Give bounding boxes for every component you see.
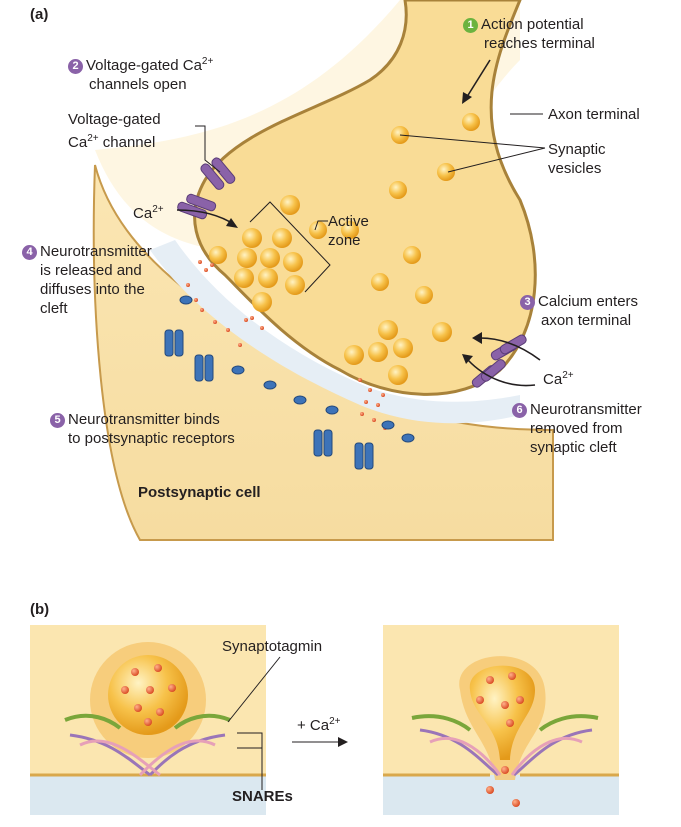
ca-arrowhead bbox=[338, 737, 348, 747]
postsynaptic-receptors bbox=[164, 295, 415, 470]
active-zone-label: Active zone bbox=[328, 213, 369, 249]
ca-left-label: Ca2+ bbox=[133, 204, 164, 222]
synaptic-vesicles-label: Synaptic vesicles bbox=[548, 141, 606, 177]
step5-badge: 5 bbox=[50, 413, 65, 428]
snares-label: SNAREs bbox=[232, 788, 293, 805]
neurotransmitter-molecules bbox=[186, 260, 387, 430]
step3-badge: 3 bbox=[520, 295, 535, 310]
synaptic-cleft bbox=[150, 240, 520, 424]
panel-b-left-illustration bbox=[30, 625, 266, 815]
step1-badge: 1 bbox=[463, 18, 478, 33]
axon-terminal-label: Axon terminal bbox=[548, 106, 640, 123]
panel-b-right-illustration bbox=[383, 625, 619, 815]
step2-badge: 2 bbox=[68, 59, 83, 74]
panel-b-leaders bbox=[227, 656, 340, 790]
leader-lines bbox=[195, 113, 546, 293]
ca-right-label: Ca2+ bbox=[543, 370, 574, 388]
synaptotagmin-label: Synaptotagmin bbox=[222, 638, 323, 655]
plus-ca-label: + Ca2+ bbox=[297, 716, 341, 734]
panel-a-label: (a) bbox=[30, 6, 49, 23]
arrowheads bbox=[226, 92, 482, 364]
synaptic-vesicles bbox=[209, 113, 480, 385]
axon-terminal bbox=[193, 0, 537, 396]
step4-badge: 4 bbox=[22, 245, 37, 260]
panel-b-label: (b) bbox=[30, 601, 50, 618]
channel-label: Voltage-gated Ca2+ channel bbox=[68, 111, 161, 151]
step6-badge: 6 bbox=[512, 403, 527, 418]
postsynaptic-cell-label: Postsynaptic cell bbox=[138, 484, 261, 501]
